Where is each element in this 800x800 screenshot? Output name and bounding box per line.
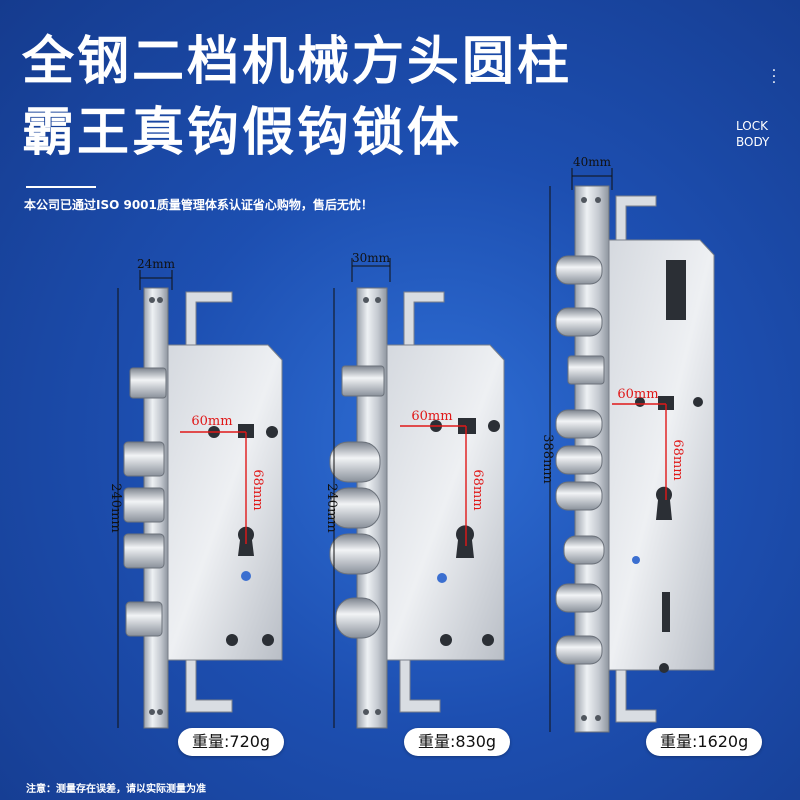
height-label-3: 388mm <box>540 434 555 483</box>
bolt-3d <box>555 445 603 475</box>
bolt-2a <box>329 441 381 483</box>
v-label-2: 68mm <box>470 469 485 510</box>
width-label-3: 40mm <box>573 155 612 169</box>
bolt-1b <box>123 487 165 523</box>
width-label-1: 24mm <box>137 257 176 271</box>
bolt-3a <box>555 255 603 285</box>
cylinder-hole-3 <box>655 486 672 520</box>
latch-3 <box>567 355 605 385</box>
lock-case-1 <box>167 344 283 661</box>
bolt-2c <box>329 533 381 575</box>
bolt-3f <box>563 535 605 565</box>
decorative-divider <box>26 186 96 188</box>
weight-badge-3: 重量:1620g <box>646 728 763 756</box>
bolt-3h <box>555 635 603 665</box>
v-label-3: 68mm <box>670 439 685 480</box>
bolt-1d <box>125 601 163 637</box>
bolt-3b <box>555 307 603 337</box>
weight-badge-1: 重量:720g <box>178 728 285 756</box>
bottom-rod-3 <box>615 669 657 723</box>
bolt-3c <box>555 409 603 439</box>
height-label-1: 240mm <box>108 483 123 532</box>
measurement-footnote: 注意：测量存在误差，请以实际测量为准 <box>26 784 206 795</box>
top-rod-3 <box>615 195 657 241</box>
bolt-2d <box>335 597 381 639</box>
more-dots-icon: ··· <box>771 63 777 91</box>
spindle-hole-2 <box>458 418 476 434</box>
lock-body-1: 24mm 240mm 60mm 68mm <box>108 257 283 729</box>
lock-case-3 <box>608 239 715 671</box>
latch-1 <box>129 367 167 399</box>
width-label-2: 30mm <box>352 251 391 265</box>
v-label-1: 68mm <box>250 469 265 510</box>
h-label-2: 60mm <box>411 409 452 424</box>
brand-label: LOCK BODY <box>736 118 769 150</box>
lock-case-2 <box>386 344 505 661</box>
lock-body-3: 40mm 388mm 60mm 68mm <box>540 155 715 733</box>
certification-subtitle: 本公司已通过ISO 9001质量管理体系认证省心购物，售后无忧！ <box>24 198 373 212</box>
spindle-hole-3 <box>658 396 674 410</box>
brand-line-1: LOCK <box>736 119 768 133</box>
h-label-3: 60mm <box>617 387 658 402</box>
spindle-hole-1 <box>238 424 254 438</box>
weight-badge-2: 重量:830g <box>404 728 511 756</box>
cylinder-hole-2 <box>456 525 475 558</box>
brand-line-2: BODY <box>736 135 770 149</box>
title-line-2: 霸王真钩假钩锁体 <box>22 103 463 163</box>
height-label-2: 240mm <box>324 483 339 532</box>
case-slot-3 <box>666 260 686 320</box>
h-label-1: 60mm <box>191 414 232 429</box>
lock-body-2: 30mm 240mm 60mm 68mm <box>324 251 505 729</box>
bolt-2b <box>329 487 381 529</box>
bolt-3g <box>555 583 603 613</box>
latch-2 <box>341 365 385 397</box>
bolt-1c <box>123 533 165 569</box>
bottom-rod-2 <box>399 659 441 713</box>
title-line-1: 全钢二档机械方头圆柱 <box>22 32 573 92</box>
bottom-rod-1 <box>185 659 233 713</box>
top-rod-2 <box>403 291 445 346</box>
bolt-3e <box>555 481 603 511</box>
bolt-1a <box>123 441 165 477</box>
top-rod-1 <box>185 291 233 346</box>
